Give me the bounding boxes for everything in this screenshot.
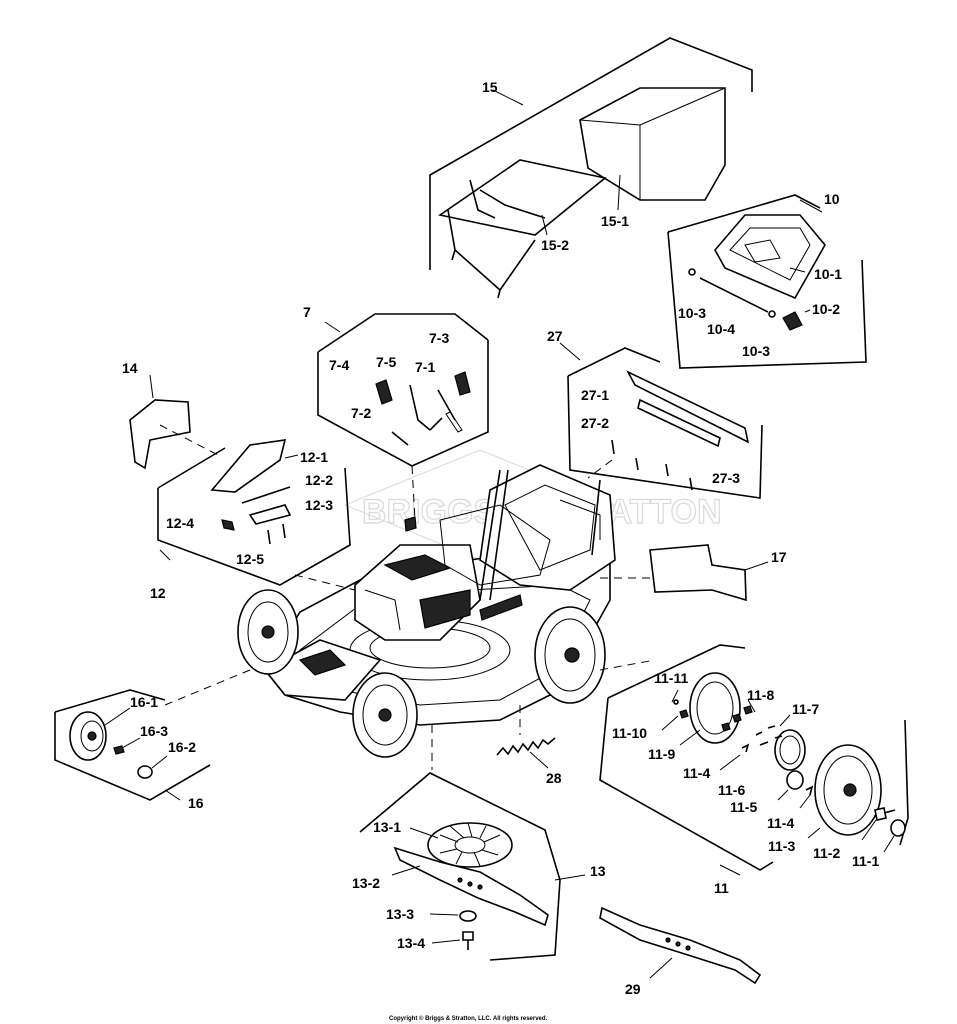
front-left-wheel <box>237 589 299 675</box>
callout-10-2: 10-2 <box>812 301 840 317</box>
callout-16-3: 16-3 <box>140 723 168 739</box>
part-29-blade: 29 <box>599 906 762 997</box>
group-12-side-discharge: 12 12-1 12-2 12-3 12-4 12-5 <box>150 439 351 601</box>
group-15-grass-bag: 15 15-1 15-2 <box>429 37 753 299</box>
group-11-rear-wheel: 11 11-1 11-2 11-3 11-4 11-4 11-5 11-6 11… <box>599 644 909 896</box>
callout-29: 29 <box>625 981 641 997</box>
rear-right-wheel <box>534 606 606 704</box>
callout-7-4: 7-4 <box>329 357 349 373</box>
callout-16: 16 <box>188 795 204 811</box>
callout-11-9: 11-9 <box>648 746 675 762</box>
callout-11-4-a: 11-4 <box>683 765 710 781</box>
part-28-spring: 28 <box>496 737 562 786</box>
callout-14: 14 <box>122 360 138 376</box>
callout-27-2: 27-2 <box>581 415 609 431</box>
callout-11-6: 11-6 <box>718 782 745 798</box>
callout-16-2: 16-2 <box>168 739 196 755</box>
callout-13-3: 13-3 <box>386 906 414 922</box>
callout-11-5: 11-5 <box>730 799 757 815</box>
callout-11: 11 <box>714 880 729 896</box>
group-14-cover: 14 <box>122 360 191 470</box>
callout-12-1: 12-1 <box>300 449 328 465</box>
leader-lines <box>159 424 656 770</box>
rear-door-10-1 <box>714 214 826 300</box>
blade-adapter-13-1 <box>427 822 513 868</box>
callout-10-1: 10-1 <box>814 266 842 282</box>
callout-11-4-b: 11-4 <box>767 815 794 831</box>
callout-10-3-a: 10-3 <box>678 305 706 321</box>
callout-16-1: 16-1 <box>130 694 158 710</box>
callout-13-4: 13-4 <box>397 935 425 951</box>
callout-11-3: 11-3 <box>768 838 795 854</box>
callout-13-2: 13-2 <box>352 875 380 891</box>
part-17-mulch-plug: 17 <box>649 544 787 602</box>
rear-wheel-11-3 <box>814 744 882 836</box>
callout-13-1: 13-1 <box>373 819 401 835</box>
front-right-wheel <box>352 672 418 758</box>
callout-12-3: 12-3 <box>305 497 333 513</box>
callout-15-1: 15-1 <box>601 213 629 229</box>
callout-13: 13 <box>590 863 606 879</box>
callout-11-11: 11-11 <box>654 670 688 686</box>
callout-7-5: 7-5 <box>376 354 396 370</box>
callout-11-1: 11-1 <box>852 853 879 869</box>
bag-frame-15-2 <box>438 159 607 299</box>
callout-11-10: 11-10 <box>612 725 647 741</box>
group-7-handle-hardware: 7 7-1 7-2 7-3 7-4 7-5 <box>303 304 489 467</box>
copyright-notice: Copyright © Briggs & Stratton, LLC. All … <box>389 1015 548 1022</box>
callout-27-3: 27-3 <box>712 470 740 486</box>
mower-body <box>237 464 616 758</box>
callout-28: 28 <box>546 770 562 786</box>
bag-15-1 <box>579 87 726 201</box>
callout-10: 10 <box>824 191 840 207</box>
callout-17: 17 <box>771 549 787 565</box>
callout-11-2: 11-2 <box>813 845 840 861</box>
callout-7-2: 7-2 <box>351 405 371 421</box>
callout-11-7: 11-7 <box>792 701 819 717</box>
callout-27-1: 27-1 <box>581 387 609 403</box>
gear-11-6 <box>774 729 806 771</box>
group-27-strips: 27 27-1 27-2 27-3 <box>547 328 763 499</box>
group-13-blade-assy: 13 13-1 13-2 13-3 13-4 <box>352 772 606 961</box>
callout-7-3: 7-3 <box>429 330 449 346</box>
group-10-rear-door: 10 10-1 10-2 10-3 10-3 10-4 <box>667 191 867 369</box>
callout-10-4: 10-4 <box>707 321 735 337</box>
callout-12-5: 12-5 <box>236 551 264 567</box>
callout-7: 7 <box>303 304 311 320</box>
callout-15: 15 <box>482 79 498 95</box>
callout-27: 27 <box>547 328 563 344</box>
callout-10-3-b: 10-3 <box>742 343 770 359</box>
group-16-front-wheel: 16 16-1 16-2 16-3 <box>54 689 211 811</box>
callout-11-8: 11-8 <box>747 687 774 703</box>
callout-12-2: 12-2 <box>305 472 333 488</box>
callout-12: 12 <box>150 585 166 601</box>
callout-7-1: 7-1 <box>415 359 435 375</box>
callout-12-4: 12-4 <box>166 515 194 531</box>
callout-15-2: 15-2 <box>541 237 569 253</box>
